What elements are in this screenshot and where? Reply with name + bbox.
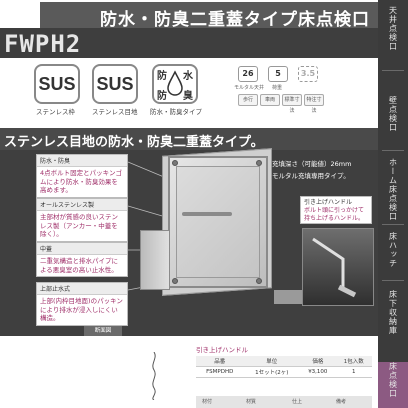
svg-text:防: 防 <box>157 89 167 102</box>
cell-qty: 1 <box>335 366 372 378</box>
sidebar-divider <box>382 70 404 71</box>
price-table: 品番 単位 価格 1包入数 FSMPDHD 1セット(2ヶ) ¥3,100 1 <box>196 356 372 378</box>
cell-part-no: FSMPDHD <box>196 366 244 378</box>
sus-joint-badge: SUS <box>92 64 138 104</box>
sidebar-divider <box>382 224 404 225</box>
badge-caption: ステンレス枠 <box>36 108 75 116</box>
bolt-icon <box>172 160 178 166</box>
icon-caption: モルタル天井 <box>234 85 265 91</box>
depth-icon: 26 <box>238 66 258 82</box>
mortar-note: モルタル充填専用タイプ。 <box>272 172 350 180</box>
cell-price: ¥3,100 <box>300 366 336 378</box>
fill-depth-note: 充填深さ（可能値）26mm <box>272 160 352 168</box>
bolt-icon <box>172 278 178 284</box>
footer-label: 材質 <box>246 399 257 405</box>
page-title: 防水・防臭二重蓋タイプ床点検口 <box>100 10 370 30</box>
spec-footer: 材付 材質 仕上 備考 <box>196 396 372 408</box>
spec-badges: SUS ステンレス枠 SUS ステンレス目地 防 水 防 臭 防水・防臭タイプ … <box>0 60 378 122</box>
badge-caption: 防水・防臭タイプ <box>150 108 202 116</box>
handle-callout: 引き上げハンドル ボルト頭に引っかけて持ち上げるハンドル。 <box>300 196 372 224</box>
vehicle-icon: 車両 <box>260 94 280 106</box>
badge-caption: ステンレス目地 <box>92 108 138 116</box>
break-line-icon <box>152 352 156 400</box>
lid-slot <box>182 212 232 216</box>
standard-size-icon: 標準寸法 <box>282 94 302 114</box>
sidebar-item-ceiling-hatch[interactable]: 天井点検口 <box>388 6 398 51</box>
model-band: FWPH2 <box>0 28 378 58</box>
load-icon: 5 <box>268 66 288 82</box>
banner-text: ステンレス目地の防水・防臭二重蓋タイプ。 <box>4 135 264 150</box>
col-header: 単位 <box>243 356 301 367</box>
water-drop-icon: 防 水 防 臭 <box>157 69 194 102</box>
svg-text:水: 水 <box>182 69 194 82</box>
col-header: 価格 <box>300 356 336 367</box>
waterproof-badge: 防 水 防 臭 <box>152 64 198 104</box>
svg-text:防: 防 <box>157 69 167 82</box>
custom-size-icon: 特注寸法 <box>304 94 324 114</box>
footer-label: 材付 <box>202 399 213 405</box>
cell-unit: 1セット(2ヶ) <box>243 366 301 378</box>
info-box-waterproof: 防水・防臭 4点ボルト固定とパッキンゴムにより防水・防臭効果を高めます。 <box>36 154 128 198</box>
hatch-inner-panel <box>176 166 260 278</box>
sidebar-item-floor-hatch-door[interactable]: 床ハッチ <box>388 232 398 268</box>
handle-photo <box>302 228 374 306</box>
sidebar-item-floor-inspection[interactable]: 床点検口 <box>378 362 408 408</box>
feature-banner: ステンレス目地の防水・防臭二重蓋タイプ。 <box>0 128 378 150</box>
walk-icon: 歩行 <box>238 94 258 106</box>
col-header: 1包入数 <box>335 356 372 367</box>
inner-lid-section <box>140 230 170 290</box>
sidebar-item-home-floor-hatch[interactable]: ホーム床点検口 <box>388 158 398 221</box>
info-box-stainless: オールステンレス製 主部材が質感の良いステンレス製（アンカー・中蓋を除く）。 <box>36 198 128 242</box>
footer-label: 仕上 <box>292 399 303 405</box>
svg-text:臭: 臭 <box>183 89 193 102</box>
bolt-icon <box>256 160 262 166</box>
footer-label: 備考 <box>336 399 347 405</box>
lift-handle-icon <box>312 237 357 298</box>
category-sidebar: 天井点検口 壁点検口 ホーム床点検口 床ハッチ 床下収納庫 床点検口 <box>378 0 408 408</box>
sidebar-divider <box>382 280 404 281</box>
info-box-inner-lid: 中蓋 二重気構造と排水パイプによる悪臭室の高い止水性。 <box>36 242 128 277</box>
col-header: 品番 <box>196 356 244 367</box>
section-tag: 断面図 <box>84 326 122 336</box>
sidebar-item-wall-hatch[interactable]: 壁点検口 <box>388 96 398 132</box>
title-band: 防水・防臭二重蓋タイプ床点検口 <box>40 2 378 30</box>
table-row: FSMPDHD 1セット(2ヶ) ¥3,100 1 <box>196 366 372 378</box>
sidebar-divider <box>382 150 404 151</box>
icon-caption: 荷重 <box>272 85 283 91</box>
handle-table: 引き上げハンドル 品番 単位 価格 1包入数 FSMPDHD 1セット(2ヶ) … <box>196 344 372 378</box>
model-name: FWPH2 <box>4 30 82 58</box>
bolt-icon <box>256 278 262 284</box>
load-alt-icon: 3.5 <box>298 66 318 82</box>
sidebar-item-underfloor-storage[interactable]: 床下収納庫 <box>388 290 398 335</box>
info-box-top-seal: 上部止水式 上部(内枠目地面)のパッキンにより排水が浸入しにくい構造。 <box>36 282 128 326</box>
table-title: 引き上げハンドル <box>196 346 248 354</box>
sus-frame-badge: SUS <box>34 64 80 104</box>
